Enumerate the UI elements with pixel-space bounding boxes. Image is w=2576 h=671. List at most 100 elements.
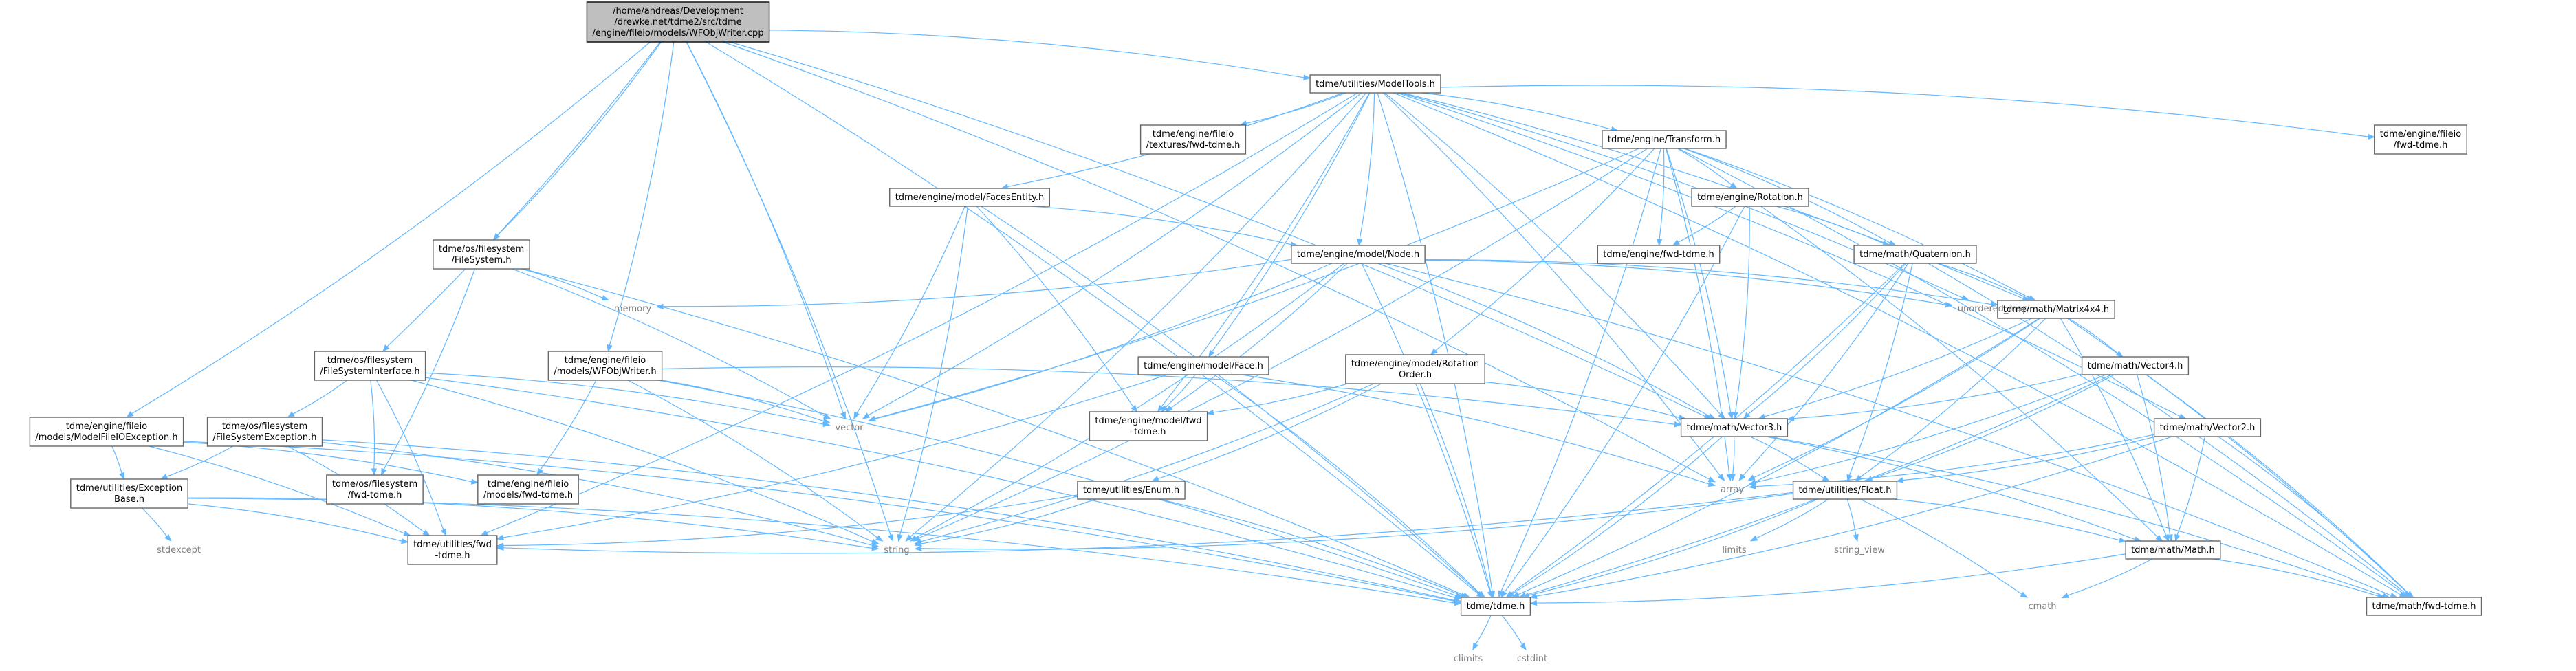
node-os_fsi[interactable]: tdme/os/filesystem/FileSystemInterface.h [314,351,426,381]
arrowhead-icon [1895,477,1904,483]
node-box [1853,245,1977,264]
edge-tdmeh-to-climits [1472,615,1492,651]
node-mfioe[interactable]: tdme/engine/fileio/models/ModelFileIOExc… [29,417,184,447]
node-vec3[interactable]: tdme/math/Vector3.h [1680,418,1789,437]
node-label: tdme/math/Vector2.h [2160,423,2256,433]
node-utilfwd[interactable]: tdme/utilities/fwd-tdme.h [407,535,498,565]
node-box [70,478,188,509]
node-box [1139,124,1247,155]
edge-root-to-modeltools [769,30,1311,80]
node-box [1291,245,1426,264]
node-vec4[interactable]: tdme/math/Vector4.h [2081,356,2190,375]
edge-line [1393,92,2401,595]
edge-line [1246,92,1346,124]
edge-line [2137,374,2171,536]
node-label: tdme/engine/model/FacesEntity.h [895,192,1045,203]
node-node[interactable]: tdme/engine/model/Node.h [1291,245,1426,264]
node-fileiofwd[interactable]: tdme/engine/fileio/fwd-tdme.h [2374,124,2467,155]
node-box [407,535,498,565]
node-modelsfwd[interactable]: tdme/engine/fileio/models/fwd-tdme.h [477,474,579,505]
edge-facesentity-to-string [897,206,968,542]
edge-line [1501,615,1523,645]
edge-rotation-to-vec3 [1732,206,1750,420]
edge-os_fs-to-tdmeh [523,268,1471,598]
node-label: tdme/engine/fileio [488,479,569,490]
edge-line [1377,92,1493,592]
edge-line [662,366,1675,425]
node-mathh[interactable]: tdme/math/Math.h [2125,540,2221,560]
edge-line [1743,263,1909,476]
node-label: tdme/os/filesystem [222,421,307,432]
arrowhead-icon [1707,476,1716,483]
edge-root-to-wfobjh [607,41,675,353]
node-label: string_view [1834,545,1885,556]
node-umap: unordered_map [1958,304,2029,314]
node-fsexc[interactable]: tdme/os/filesystem/FileSystemException.h [206,417,323,447]
edge-line [188,498,1455,604]
arrowhead-icon [601,295,610,301]
node-transform[interactable]: tdme/engine/Transform.h [1602,130,1727,149]
node-enginefwd[interactable]: tdme/engine/fwd-tdme.h [1597,245,1721,264]
node-label: /fwd-tdme.h [2394,140,2448,151]
node-box [1680,418,1789,437]
edge-fsexc-to-excbase [160,446,234,480]
edge-line [1766,436,2135,540]
node-label: /FileSystem.h [452,255,512,265]
node-label: Base.h [114,494,144,505]
node-texfwd[interactable]: tdme/engine/fileio/textures/fwd-tdme.h [1139,124,1247,155]
node-modeltools[interactable]: tdme/utilities/ModelTools.h [1309,74,1441,94]
edge-line [1764,318,2032,417]
node-enum[interactable]: tdme/utilities/Enum.h [1077,481,1186,500]
edge-line [921,498,1097,544]
node-quat[interactable]: tdme/math/Quaternion.h [1853,245,1977,264]
node-memory: memory [614,304,652,314]
arrowhead-icon [853,411,860,420]
arrowhead-icon [1846,474,1853,483]
node-tdmeh[interactable]: tdme/tdme.h [1460,597,1531,616]
arrowhead-icon [2179,413,2187,419]
node-box [888,188,1051,207]
node-label: unordered_map [1958,304,2029,314]
node-vec2[interactable]: tdme/math/Vector2.h [2153,418,2262,437]
edge-os_fsi-to-utilfwd [375,380,447,537]
node-face[interactable]: tdme/engine/model/Face.h [1137,356,1269,375]
edge-line [609,41,675,346]
node-mathfwd[interactable]: tdme/math/fwd-tdme.h [2366,597,2482,616]
node-osfwd[interactable]: tdme/os/filesystem/fwd-tdme.h [326,474,424,505]
arrowhead-icon [2174,534,2181,542]
edge-transform-to-vec3 [1666,148,1734,420]
edge-modeltools-to-mathfwd [1393,92,2408,598]
node-mat4[interactable]: tdme/math/Matrix4x4.h [1997,300,2115,319]
edge-line [2218,436,2409,594]
node-wfobjh[interactable]: tdme/engine/fileio/models/WFObjWriter.h [547,351,663,381]
edge-node-to-vec3 [1377,263,1716,419]
edge-line [658,380,1457,597]
node-facesentity[interactable]: tdme/engine/model/FacesEntity.h [888,188,1051,207]
node-root[interactable]: /home/andreas/Development/drewke.net/tdm… [586,1,770,43]
node-box [1309,74,1441,94]
node-rotation[interactable]: tdme/engine/Rotation.h [1691,188,1809,207]
edge-line [856,206,965,414]
edge-rotation-to-enginefwd [1672,206,1736,246]
edge-line [2060,318,2167,536]
edge-mat4-to-array [1747,318,2040,481]
arrowhead-icon [1853,534,1859,542]
node-modelfwd[interactable]: tdme/engine/model/fwd-tdme.h [1089,411,1208,441]
edge-line [1241,374,1710,485]
node-label: tdme/engine/fwd-tdme.h [1603,250,1714,260]
edge-face-to-utilfwd [496,374,1168,540]
node-float[interactable]: tdme/utilities/Float.h [1792,481,1898,500]
node-box [1997,300,2115,319]
edge-line [370,380,375,470]
arrowhead-icon [2368,133,2376,140]
edge-line [1747,263,1906,415]
edge-transform-to-enginefwd [1656,148,1665,247]
edge-line [874,263,1333,419]
edge-line [497,41,662,236]
node-os_fs[interactable]: tdme/os/filesystem/FileSystem.h [433,239,530,270]
edge-wfobjh-to-vector [662,380,831,424]
arrowhead-icon [1855,474,1863,482]
arrowhead-icon [1732,412,1738,420]
